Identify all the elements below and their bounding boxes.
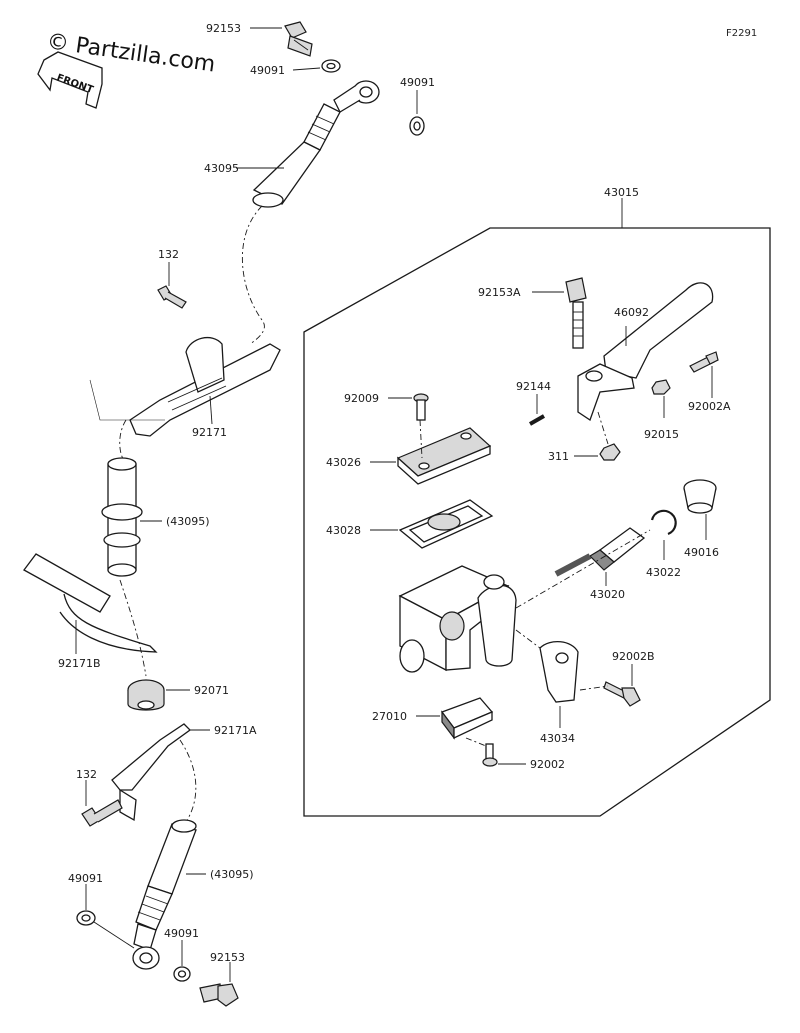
label-92153-bottom: 92153 [210,951,245,964]
brake-hose-top[interactable] [252,103,341,208]
bolt-132-top[interactable] [157,285,187,309]
label-43026: 43026 [326,456,361,469]
bolt-92002A[interactable] [689,351,719,373]
label-132-bottom: 132 [76,768,97,781]
label-92002A: 92002A [688,400,731,413]
label-49091-b: 49091 [400,76,435,89]
label-132-top: 132 [158,248,179,261]
master-cylinder-box [303,227,771,817]
hose-banjo-bottom[interactable] [132,923,160,970]
label-49016: 49016 [684,546,719,559]
banjo-bolt-bottom[interactable] [199,983,239,1007]
hose-clamp-92171[interactable] [129,336,281,437]
circlip-43022[interactable] [650,509,677,536]
brake-lever-46092[interactable] [577,282,714,422]
banjo-bolt-top[interactable] [284,21,313,57]
dust-boot-49016[interactable] [683,479,717,514]
bracket-92171B[interactable] [23,553,158,653]
label-43022: 43022 [646,566,681,579]
label-43015: 43015 [604,186,639,199]
label-92144: 92144 [516,380,551,393]
label-92171B: 92171B [58,657,101,670]
brake-hose-middle[interactable] [101,457,143,577]
label-49091-c: 49091 [68,872,103,885]
label-43028: 43028 [326,524,361,537]
label-43095-low: (43095) [210,868,254,881]
label-43095-top: 43095 [204,162,239,175]
label-92002: 92002 [530,758,565,771]
bolt-132-bottom[interactable] [81,799,123,827]
label-43020: 43020 [590,588,625,601]
label-43095-mid: (43095) [166,515,210,528]
label-27010: 27010 [372,710,407,723]
brake-switch-27010[interactable] [440,697,494,740]
label-92009: 92009 [344,392,379,405]
grommet-92071[interactable] [127,679,165,711]
figure-code: F2291 [726,28,757,39]
label-49091-a: 49091 [250,64,285,77]
master-cylinder-body[interactable] [398,565,517,673]
nut-92015[interactable] [651,379,671,395]
label-92171: 92171 [192,426,227,439]
bracket-92171A[interactable] [111,723,191,822]
label-92002B: 92002B [612,650,655,663]
screw-92009[interactable] [413,393,429,421]
hose-banjo-top[interactable] [333,80,380,113]
label-92071: 92071 [194,684,229,697]
pin-92144[interactable] [529,414,545,426]
label-92171A: 92171A [214,724,257,737]
label-92153-top: 92153 [206,22,241,35]
label-49091-d: 49091 [164,927,199,940]
clamp-43034[interactable] [539,641,579,703]
piston-assembly-43020[interactable] [554,527,646,577]
label-92153A: 92153A [478,286,521,299]
nut-311[interactable] [599,443,621,461]
label-46092: 46092 [614,306,649,319]
diaphragm-43028[interactable] [398,499,494,549]
label-43034: 43034 [540,732,575,745]
label-311: 311 [548,450,569,463]
screw-92002[interactable] [482,743,498,767]
brake-hose-lower[interactable] [135,819,197,931]
reservoir-cap-43026[interactable] [396,427,492,485]
label-92015: 92015 [644,428,679,441]
pivot-bolt-92153A[interactable] [565,277,587,349]
bolt-92002B[interactable] [603,681,641,707]
